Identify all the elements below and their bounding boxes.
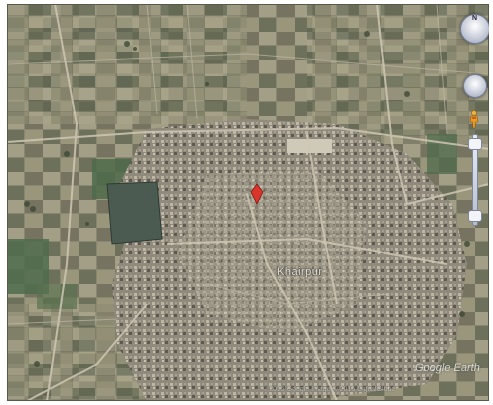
street-view-pegman-icon[interactable] (469, 110, 479, 128)
town-label: Khairpur (277, 266, 323, 278)
zoom-slider[interactable] (472, 134, 478, 226)
zoom-in-icon[interactable] (468, 138, 482, 150)
satellite-imagery[interactable] (7, 4, 489, 401)
zoom-out-icon[interactable] (468, 210, 482, 222)
imagery-attribution: © 2015 Google Image © 2015 DigitalGlobe (262, 386, 396, 393)
navigation-controls: N (460, 14, 489, 226)
location-marker-icon[interactable] (251, 184, 263, 204)
compass-north-label: N (472, 15, 478, 22)
google-earth-watermark: Google Earth (415, 362, 480, 374)
map-viewport[interactable]: Khairpur Google Earth © 2015 Google Imag… (7, 4, 489, 401)
compass-icon[interactable]: N (460, 14, 489, 44)
look-around-icon[interactable] (463, 74, 487, 98)
